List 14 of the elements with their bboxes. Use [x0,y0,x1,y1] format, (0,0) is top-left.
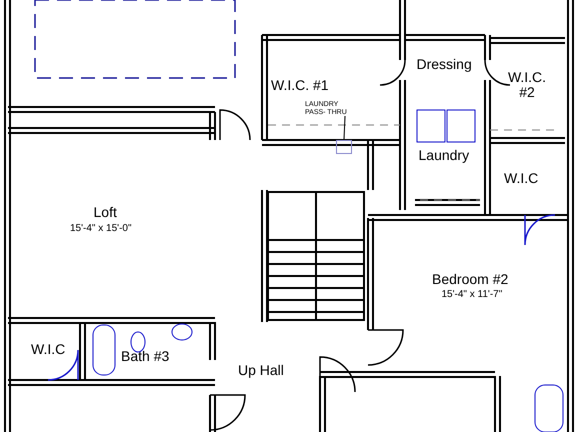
room-label: Laundry [418,148,470,163]
room-label: W.I.C. #1 [271,78,329,93]
room-label: Dressing [416,56,472,72]
room-label: Loft [94,204,117,220]
room-label: Up Hall [238,362,284,378]
room-label: W.I.C [504,170,538,186]
room-label: Bath #3 [121,348,170,364]
room-dimension: 15'-4" x 11'-7" [442,288,502,300]
pass-through-opening [336,140,352,154]
room-dimension: 15'-4" x 15'-0" [70,222,132,234]
room-label: Bedroom #2 [432,272,508,287]
leader-line [344,116,346,140]
room-label: W.I.C. #2 [506,70,548,100]
room-label: W.I.C [31,342,66,357]
